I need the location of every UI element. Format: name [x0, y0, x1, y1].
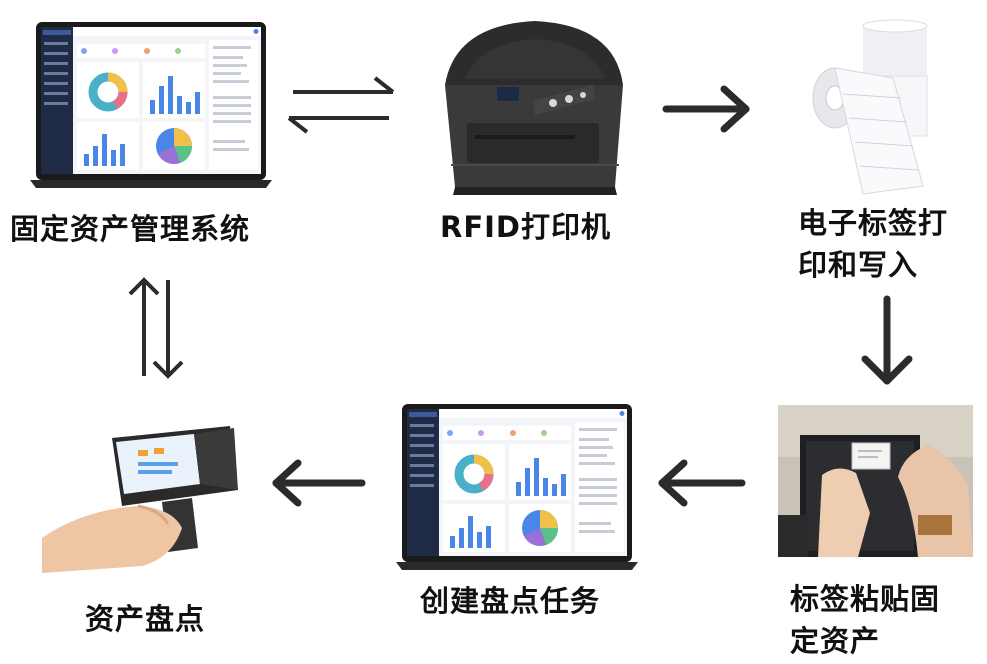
tag-print-label-line-2: 印和写入: [798, 248, 919, 282]
rfid-printer-image: [425, 15, 635, 200]
arrow-create-task-to-inventory: [268, 458, 366, 508]
inventory-label: 资产盘点: [85, 602, 206, 636]
label-rolls-image: [805, 18, 935, 198]
arrow-tag-print-to-tag-paste: [860, 295, 914, 389]
tag-paste-label: 标签粘贴固 定资产: [790, 578, 940, 662]
bidirectional-arrow-inventory-system: [124, 272, 188, 384]
create-task-label: 创建盘点任务: [420, 584, 601, 618]
arrow-printer-to-tag-print: [662, 84, 754, 134]
bidirectional-arrow-system-printer: [283, 74, 401, 138]
arrow-tag-paste-to-create-task: [654, 458, 746, 508]
tag-paste-photo: [778, 405, 973, 557]
tag-print-label-line-1: 电子标签打: [798, 206, 949, 240]
tag-paste-label-line-2: 定资产: [790, 624, 881, 658]
tag-print-label: 电子标签打 印和写入: [798, 202, 948, 286]
asset-system-laptop: [30, 22, 272, 190]
create-task-laptop: [394, 404, 640, 572]
tag-paste-label-line-1: 标签粘贴固: [790, 582, 941, 616]
handheld-reader-image: [42, 398, 242, 573]
rfid-printer-label: RFID打印机: [440, 210, 612, 244]
asset-system-label: 固定资产管理系统: [10, 212, 251, 246]
